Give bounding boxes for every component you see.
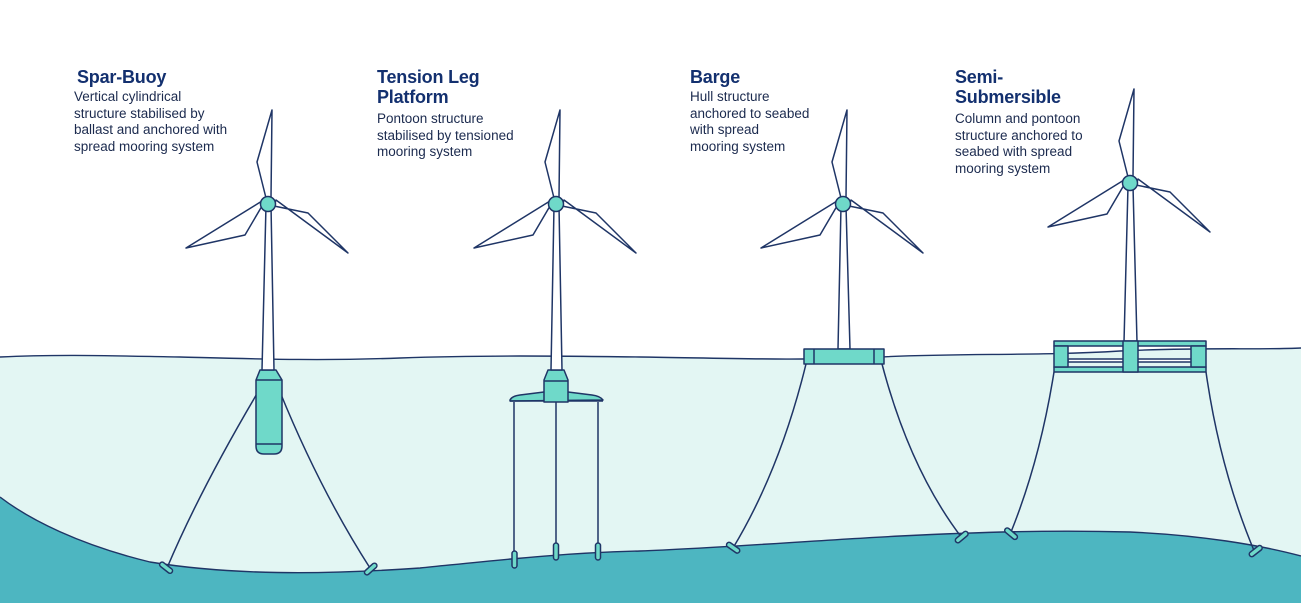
barge-desc-line: mooring system xyxy=(690,138,786,154)
barge-hull xyxy=(803,348,885,365)
semi-column-right xyxy=(1190,345,1207,368)
semi-desc-line: seabed with spread xyxy=(955,144,1073,159)
tlp-desc-line: Pontoon structure xyxy=(377,111,484,126)
spar-mooring-line-left xyxy=(166,391,259,569)
spar-buoy-desc-line: spread mooring system xyxy=(74,138,215,154)
spar-blade-right xyxy=(273,199,349,254)
spar-buoy-panel: Spar-Buoy Vertical cylindrical structure… xyxy=(74,67,274,155)
spar-buoy-desc-line: structure stabilised by xyxy=(74,105,205,121)
spar-mooring-line-right xyxy=(279,391,371,569)
spar-anchor-left xyxy=(158,561,174,575)
spar-buoy-title: Spar-Buoy xyxy=(77,67,274,87)
semi-desc-line: structure anchored to xyxy=(955,127,1083,143)
tlp-anchor-left xyxy=(511,550,518,569)
semi-hub xyxy=(1121,174,1139,192)
semi-anchor-left xyxy=(1003,527,1019,541)
seabed xyxy=(0,497,1301,603)
barge-blade-right xyxy=(848,199,924,254)
semi-blade-left xyxy=(1047,179,1125,228)
barge-mooring-line-right xyxy=(881,363,963,539)
semi-column-center xyxy=(1122,340,1139,373)
tlp-column xyxy=(543,369,569,403)
barge-blade-left xyxy=(760,200,838,249)
semi-submersible-panel: Semi- Submersible Column and pontoon str… xyxy=(955,67,1115,177)
tension-leg-platform-panel: Tension Leg Platform Pontoon structure s… xyxy=(377,67,547,161)
semi-submersible-title: Semi- Submersible xyxy=(955,67,1115,107)
barge-panel: Barge Hull structure anchored to seabed … xyxy=(690,67,840,155)
tlp-anchor-right xyxy=(594,542,602,561)
spar-buoy-desc-line: Vertical cylindrical xyxy=(74,89,182,104)
semi-submersible-description: Column and pontoon structure anchored to… xyxy=(955,111,1115,177)
tension-leg-platform-description: Pontoon structure stabilised by tensione… xyxy=(377,111,547,161)
tlp-turbine xyxy=(473,109,637,569)
spar-tower xyxy=(261,204,275,371)
semi-desc-line: mooring system xyxy=(955,160,1051,176)
barge-hub xyxy=(834,195,852,213)
tlp-anchor-center xyxy=(552,542,560,561)
barge-title-line: Barge xyxy=(690,67,741,87)
tlp-desc-line: mooring system xyxy=(377,144,473,159)
semi-blade-up xyxy=(1118,88,1135,178)
tlp-title-line: Platform xyxy=(377,87,449,107)
tlp-desc-line: stabilised by tensioned xyxy=(377,127,514,143)
semi-submersible-turbine xyxy=(1003,88,1263,558)
barge-desc-line: with spread xyxy=(690,122,760,137)
tlp-blade-left xyxy=(473,200,551,249)
semi-desc-line: Column and pontoon xyxy=(955,111,1081,126)
spar-blade-left xyxy=(185,200,263,249)
barge-mooring-line-left xyxy=(732,363,807,549)
spar-hub xyxy=(259,195,277,213)
semi-anchor-right xyxy=(1248,544,1263,558)
barge-description: Hull structure anchored to seabed with s… xyxy=(690,89,840,155)
spar-buoy-desc-line: ballast and anchored with xyxy=(74,122,228,137)
semi-title-line: Submersible xyxy=(955,87,1061,107)
semi-mooring-line-right xyxy=(1205,371,1256,554)
spar-buoy-body xyxy=(255,369,283,455)
spar-buoy-title-line: Spar-Buoy xyxy=(77,67,167,87)
tension-leg-platform-title: Tension Leg Platform xyxy=(377,67,547,107)
spar-buoy-description: Vertical cylindrical structure stabilise… xyxy=(74,89,274,155)
semi-mooring-line-left xyxy=(1010,371,1055,533)
tlp-hub xyxy=(547,195,565,213)
sea-surface-line xyxy=(0,347,1301,361)
barge-anchor-right xyxy=(954,530,969,544)
tlp-blade-right xyxy=(561,199,637,254)
semi-column-left xyxy=(1053,345,1069,368)
semi-tower xyxy=(1123,185,1138,343)
barge-title: Barge xyxy=(690,67,840,87)
semi-blade-right xyxy=(1135,178,1211,233)
barge-anchor-left xyxy=(725,541,741,554)
barge-desc-line: Hull structure xyxy=(690,89,770,104)
barge-tower xyxy=(837,205,851,350)
spar-anchor-right xyxy=(363,562,378,576)
tlp-tower xyxy=(550,205,563,371)
tlp-blade-up xyxy=(544,109,561,199)
spar-buoy-turbine xyxy=(158,109,378,576)
barge-turbine xyxy=(725,109,969,554)
barge-desc-line: anchored to seabed xyxy=(690,105,810,121)
semi-title-line: Semi- xyxy=(955,67,1004,87)
tlp-title-line: Tension Leg xyxy=(377,67,480,87)
